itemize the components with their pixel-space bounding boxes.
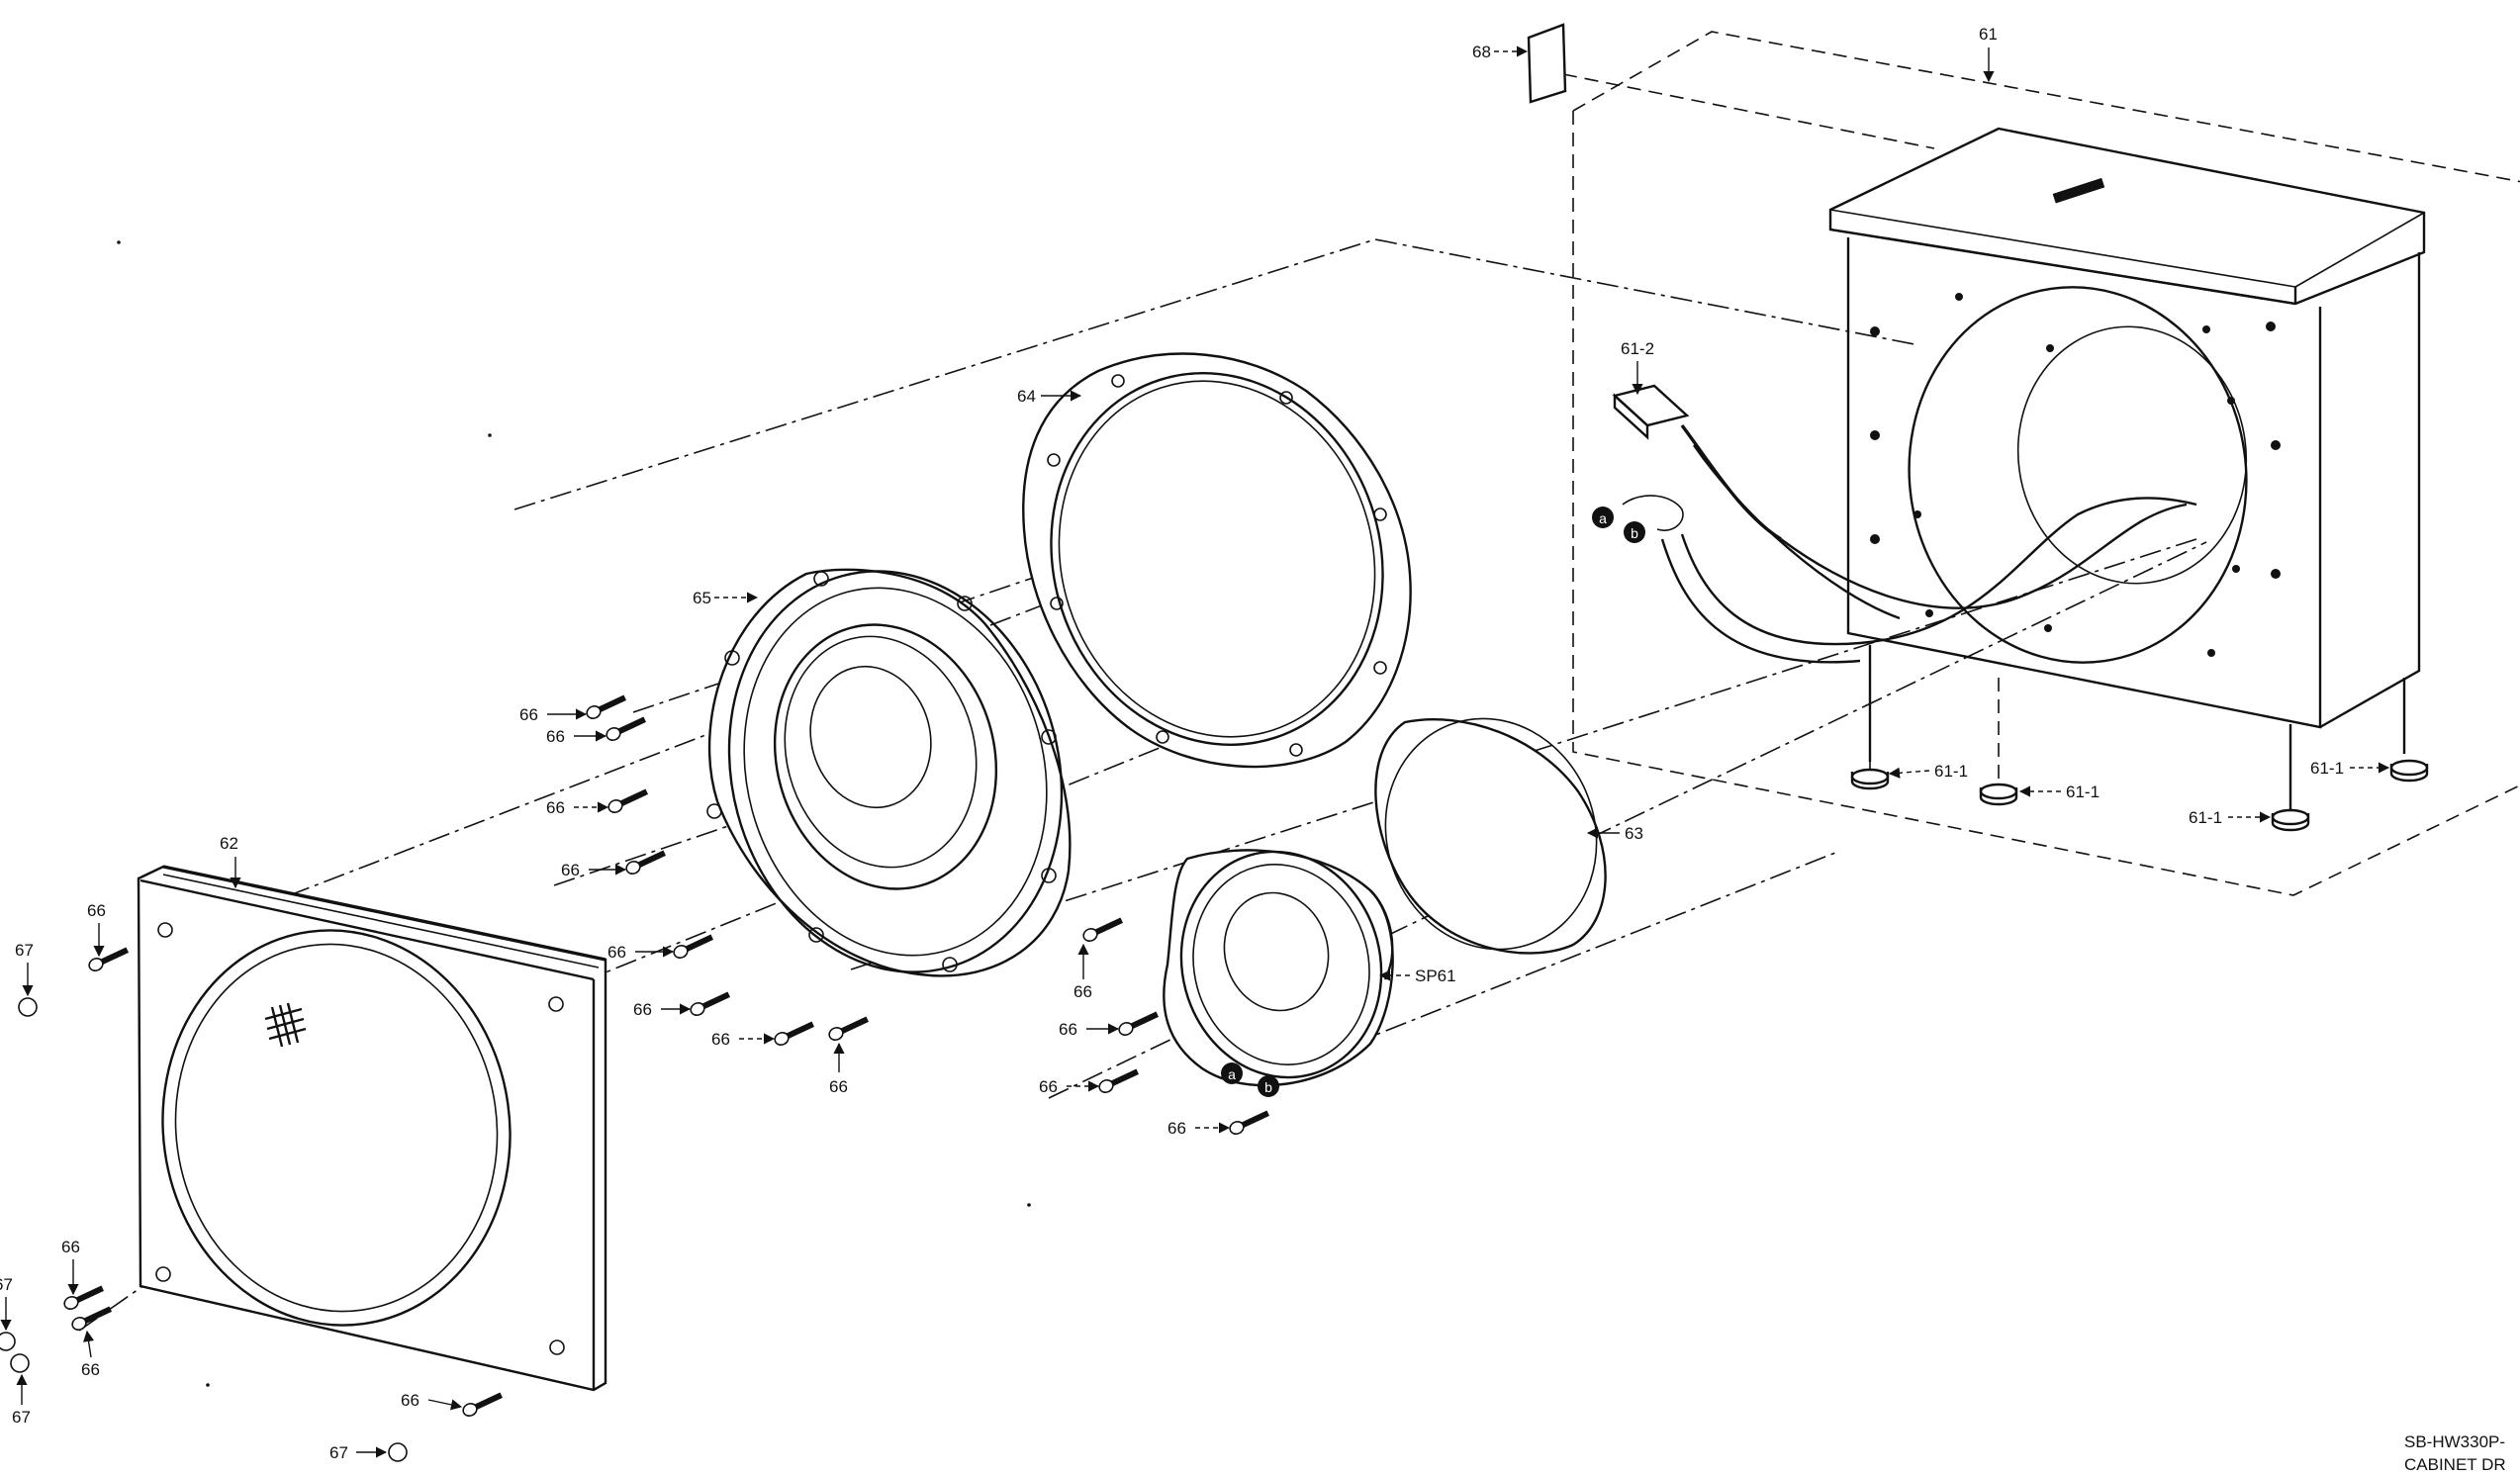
label-67-4: 67 [329, 1443, 348, 1462]
marker-a-lower: a [1228, 1066, 1236, 1082]
label-61-2: 61-2 [1621, 339, 1654, 358]
label-66-15: 66 [81, 1360, 100, 1379]
label-66-7: 66 [711, 1030, 730, 1049]
label-67-3: 67 [12, 1408, 31, 1427]
front-frame-62 [137, 865, 607, 1392]
footer-line-2: CABINET DR [2404, 1455, 2506, 1474]
baffle-65 [706, 568, 1072, 977]
screws-66 [63, 694, 1269, 1417]
marker-b-lower: b [1264, 1079, 1272, 1095]
label-66-2: 66 [546, 727, 565, 746]
label-66-11: 66 [1039, 1077, 1058, 1096]
gasket-64 [1022, 352, 1412, 769]
label-68: 68 [1472, 43, 1491, 61]
label-66-14: 66 [61, 1238, 80, 1256]
grille-mesh-mark [264, 1002, 307, 1048]
label-64: 64 [1017, 387, 1036, 406]
cabinet-feet [1850, 653, 2429, 832]
footer-caption: SB-HW330P- CABINET DR [2404, 1432, 2506, 1474]
label-66-16: 66 [401, 1391, 420, 1410]
label-62: 62 [220, 834, 238, 853]
label-plate-68 [1527, 23, 1567, 104]
cabinet-boundary [1562, 31, 2520, 896]
label-63: 63 [1625, 824, 1643, 843]
label-65: 65 [693, 589, 711, 607]
part-labels: 61 68 61-2 64 65 61-1 61-1 61-1 61-1 63 … [0, 25, 2390, 1462]
connector-markers-lower: a b [1221, 1062, 1279, 1097]
cabinet-61 [1828, 127, 2429, 832]
label-67-2: 67 [0, 1275, 13, 1294]
label-67-1: 67 [15, 941, 34, 960]
label-66-5: 66 [607, 943, 626, 962]
label-66-4: 66 [561, 861, 580, 879]
label-66-9: 66 [1073, 982, 1092, 1001]
label-66-3: 66 [546, 798, 565, 817]
terminal-61-2 [1612, 384, 2197, 664]
connector-markers-upper: a b [1592, 507, 1645, 543]
label-66-10: 66 [1059, 1020, 1077, 1039]
label-66-12: 66 [1167, 1119, 1186, 1138]
label-61-1-d: 61-1 [2189, 808, 2222, 827]
gasket-63 [1374, 717, 1607, 955]
footer-line-1: SB-HW330P- [2404, 1432, 2505, 1451]
label-61-1-a: 61-1 [1934, 762, 1968, 781]
label-61: 61 [1979, 25, 1998, 44]
label-61-1-b: 61-1 [2066, 783, 2100, 801]
marker-a-upper: a [1599, 510, 1607, 526]
caps-67 [0, 997, 408, 1462]
label-sp61: SP61 [1415, 967, 1456, 985]
label-66-13: 66 [87, 901, 106, 920]
label-66-8: 66 [829, 1077, 848, 1096]
label-66-1: 66 [519, 705, 538, 724]
speaker-sp61 [1163, 849, 1394, 1087]
label-61-1-c: 61-1 [2310, 759, 2344, 778]
marker-b-upper: b [1631, 525, 1638, 541]
cabinet-front-holes [1870, 293, 2281, 657]
label-66-6: 66 [633, 1000, 652, 1019]
